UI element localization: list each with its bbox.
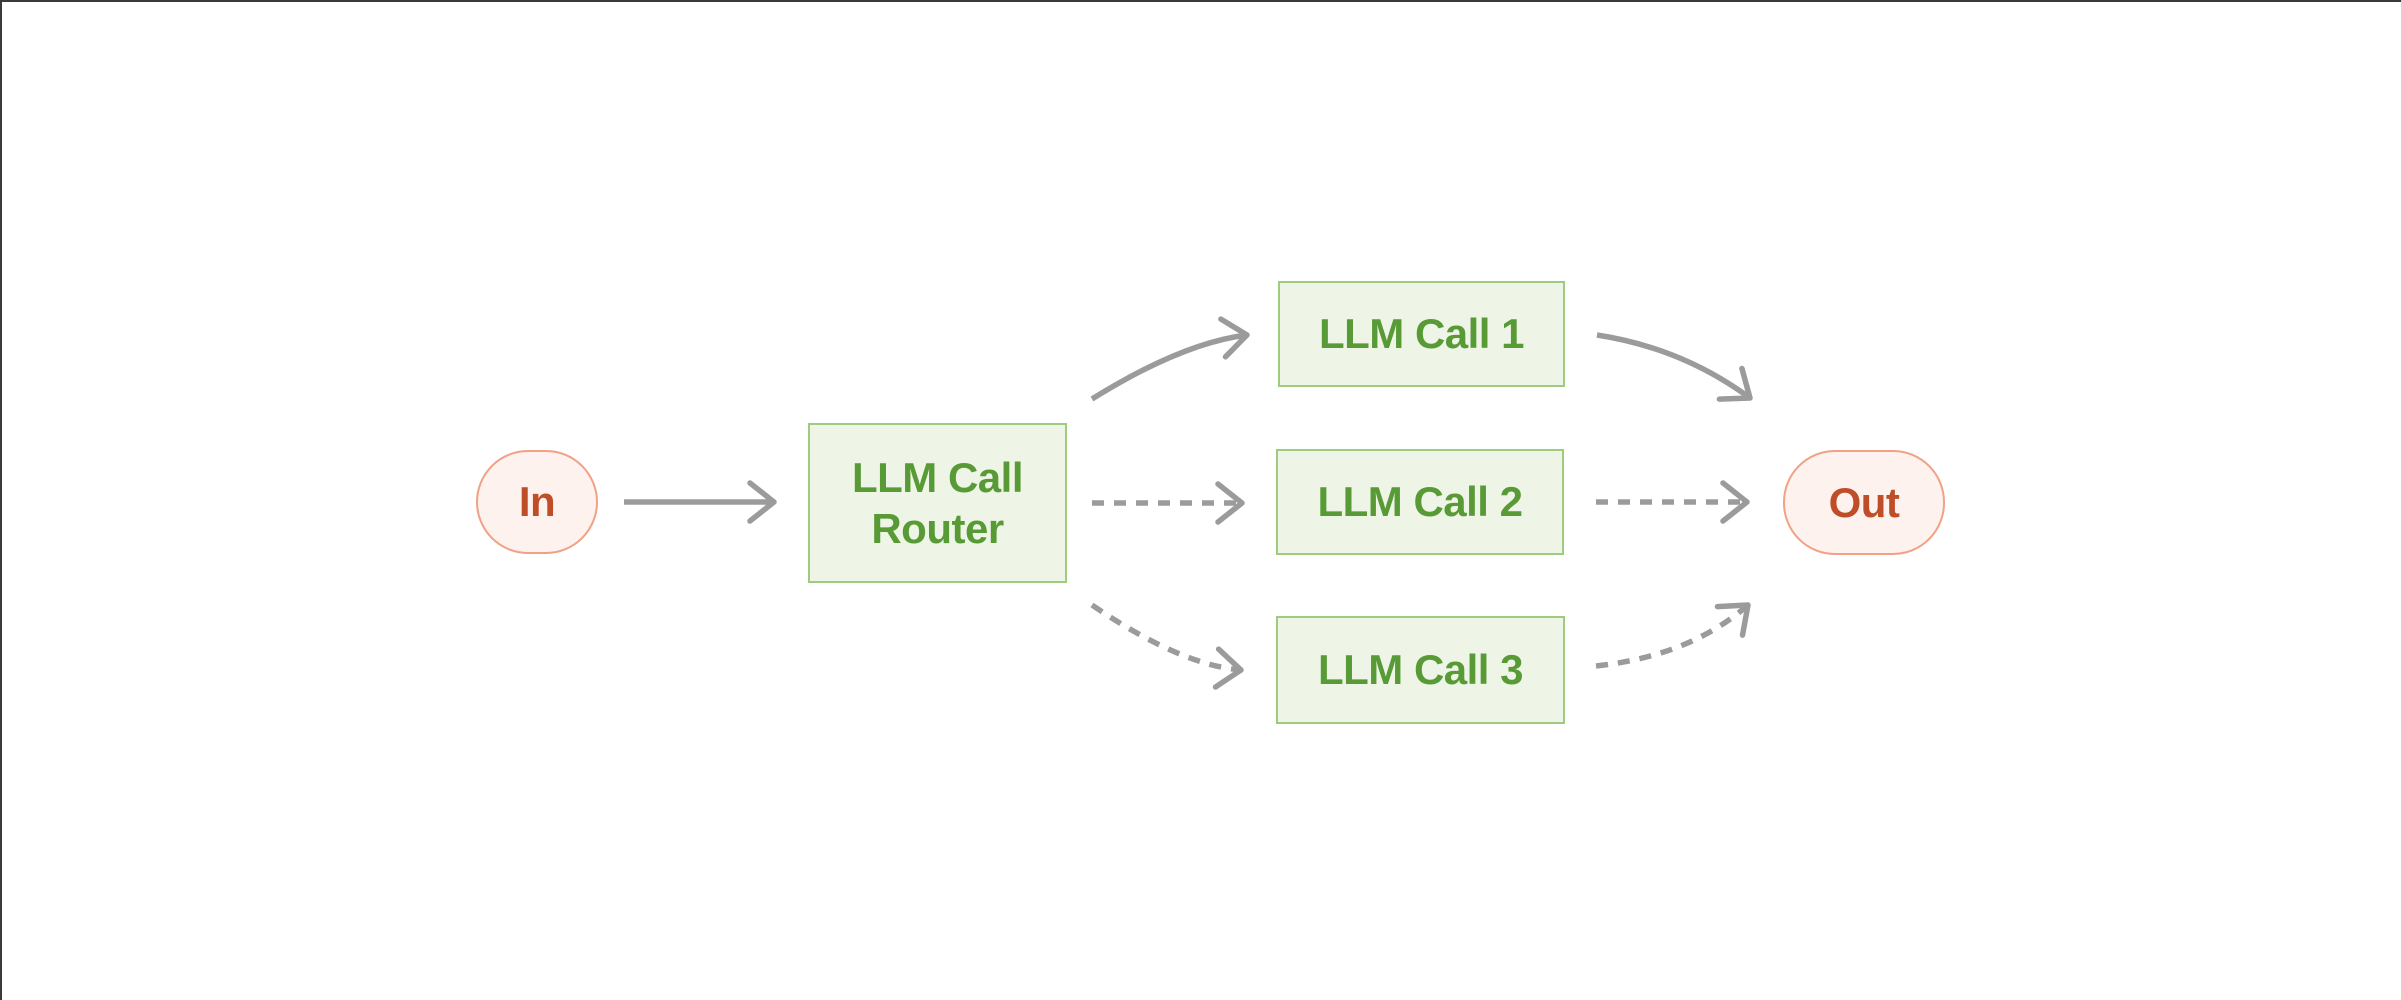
node-out-label: Out <box>1828 478 1900 526</box>
node-out: Out <box>1783 450 1945 555</box>
edge-router-to-call1 <box>1090 316 1250 402</box>
edge-call1-to-out <box>1596 332 1753 402</box>
node-router-label: LLM Call Router <box>852 453 1024 552</box>
node-call1-label: LLM Call 1 <box>1318 310 1525 358</box>
node-llm-call-router: LLM Call Router <box>808 423 1067 583</box>
edge-call3-to-out <box>1595 602 1751 669</box>
node-in: In <box>476 450 598 554</box>
node-call2-label: LLM Call 2 <box>1317 478 1523 526</box>
node-llm-call-1: LLM Call 1 <box>1278 281 1565 387</box>
node-llm-call-2: LLM Call 2 <box>1276 449 1564 555</box>
node-in-label: In <box>518 478 556 526</box>
edge-router-to-call3 <box>1090 602 1244 690</box>
node-llm-call-3: LLM Call 3 <box>1276 616 1565 724</box>
node-call3-label: LLM Call 3 <box>1317 646 1524 694</box>
